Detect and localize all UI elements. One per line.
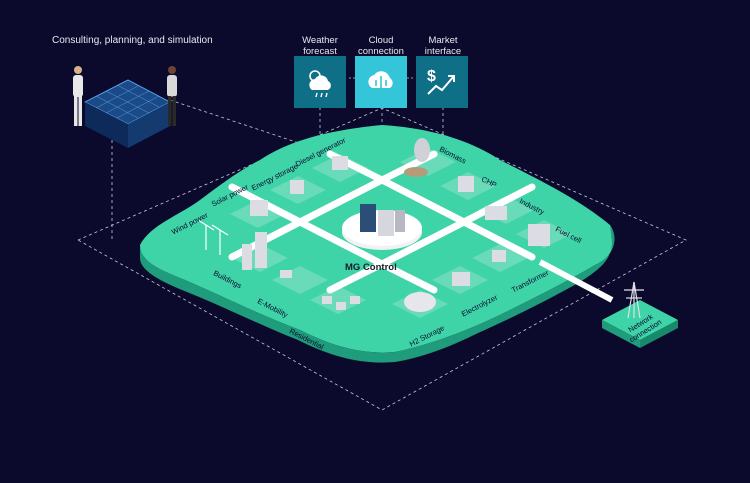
cloud-icon xyxy=(368,71,393,97)
simulation-cube xyxy=(84,79,171,148)
consultant-figure-right xyxy=(167,66,177,126)
market-icon: $ xyxy=(427,68,455,95)
weather-icon xyxy=(309,70,331,98)
dashed-frame xyxy=(77,107,687,411)
grid-connection-line xyxy=(538,259,614,303)
component-buildings xyxy=(197,138,550,312)
mg-control-hub xyxy=(342,204,422,250)
consultant-figure-left xyxy=(73,66,83,126)
weather-forecast-tile[interactable] xyxy=(294,56,346,108)
svg-text:$: $ xyxy=(427,68,436,85)
consulting-heading: Consulting, planning, and simulation xyxy=(52,35,213,46)
mg-control-label: MG Control xyxy=(345,262,397,273)
cloud-connection-tile[interactable] xyxy=(355,56,407,108)
market-interface-tile[interactable]: $ xyxy=(416,56,468,108)
network-connection-tile xyxy=(602,281,678,348)
